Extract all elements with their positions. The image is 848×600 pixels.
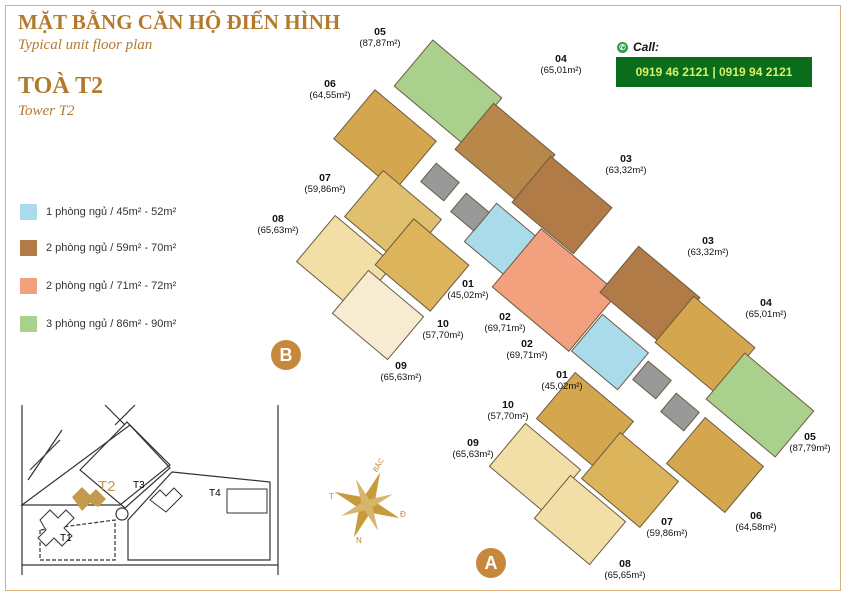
site-label-t4: T4 [209, 488, 221, 499]
site-map-buildings [37, 487, 268, 547]
unit-label: 06(64,58m²) [735, 510, 777, 533]
unit-a06[interactable] [665, 416, 765, 514]
unit-label: 03(63,32m²) [687, 235, 729, 258]
legend-label: 3 phòng ngủ / 86m² - 90m² [46, 318, 177, 330]
phone-icon: ✆ [617, 41, 628, 53]
call-label: ✆ Call: [617, 40, 659, 54]
compass-rose-icon [334, 472, 400, 538]
page-subtitle: Typical unit floor plan [18, 37, 153, 53]
unit-label: 10(57,70m²) [487, 399, 529, 422]
site-label-t1: T1 [60, 533, 72, 544]
unit-a05[interactable] [705, 352, 815, 458]
tower-title: TOÀ T2 [18, 73, 104, 99]
legend-swatch [20, 204, 37, 220]
legend-swatch [20, 240, 37, 256]
unit-label: 09(65,63m²) [380, 360, 422, 383]
compass-south: N [356, 536, 362, 545]
unit-label: 04(65,01m²) [540, 53, 582, 76]
legend-item: 3 phòng ngủ / 86m² - 90m² [20, 316, 176, 332]
unit-label: 05(87,79m²) [789, 431, 831, 454]
legend-swatch [20, 316, 37, 332]
tower-subtitle: Tower T2 [18, 103, 75, 119]
legend-item: 2 phòng ngủ / 59m² - 70m² [20, 240, 176, 256]
unit-b02[interactable] [491, 228, 619, 352]
unit-a08[interactable] [533, 474, 627, 566]
site-map [20, 404, 279, 575]
stairs [450, 192, 490, 232]
unit-label: 08(65,65m²) [604, 558, 646, 581]
call-text: Call: [633, 40, 660, 54]
unit-label: 03(63,32m²) [605, 153, 647, 176]
unit-label: 02(69,71m²) [506, 338, 548, 361]
unit-a01[interactable] [570, 313, 650, 391]
unit-b09[interactable] [331, 269, 425, 361]
unit-label: 08(65,63m²) [257, 213, 299, 236]
unit-label: 01(45,02m²) [541, 369, 583, 392]
site-label-t3: T3 [133, 480, 145, 491]
compass-west: T [329, 492, 334, 501]
legend-label: 2 phòng ngủ / 71m² - 72m² [46, 280, 177, 292]
legend-swatch [20, 278, 37, 294]
stairs [632, 360, 672, 400]
unit-b03[interactable] [511, 155, 613, 255]
wing-b-badge: B [271, 340, 301, 370]
page-frame [5, 5, 841, 591]
legend-item: 1 phòng ngủ / 45m² - 52m² [20, 204, 176, 220]
unit-label: 06(64,55m²) [309, 78, 351, 101]
unit-a07[interactable] [580, 431, 680, 529]
legend-label: 1 phòng ngủ / 45m² - 52m² [46, 206, 177, 218]
unit-label: 07(59,86m²) [304, 172, 346, 195]
unit-label: 10(57,70m²) [422, 318, 464, 341]
legend-label: 2 phòng ngủ / 59m² - 70m² [46, 242, 177, 254]
unit-b10[interactable] [374, 218, 470, 312]
unit-label: 04(65,01m²) [745, 297, 787, 320]
phone-numbers[interactable]: 0919 46 2121 | 0919 94 2121 [616, 57, 812, 87]
page-title: MẶT BẰNG CĂN HỘ ĐIỂN HÌNH [18, 10, 341, 34]
stairs [420, 162, 460, 202]
unit-label: 02(69,71m²) [484, 311, 526, 334]
wing-a-badge: A [476, 548, 506, 578]
unit-label: 01(45,02m²) [447, 278, 489, 301]
stairs [660, 392, 700, 432]
site-label-t2: T2 [98, 478, 116, 495]
compass-east: Đ [400, 510, 406, 519]
unit-label: 05(87,87m²) [359, 26, 401, 49]
legend-item: 2 phòng ngủ / 71m² - 72m² [20, 278, 176, 294]
unit-label: 09(65,63m²) [452, 437, 494, 460]
unit-b06[interactable] [333, 89, 437, 191]
unit-label: 07(59,86m²) [646, 516, 688, 539]
